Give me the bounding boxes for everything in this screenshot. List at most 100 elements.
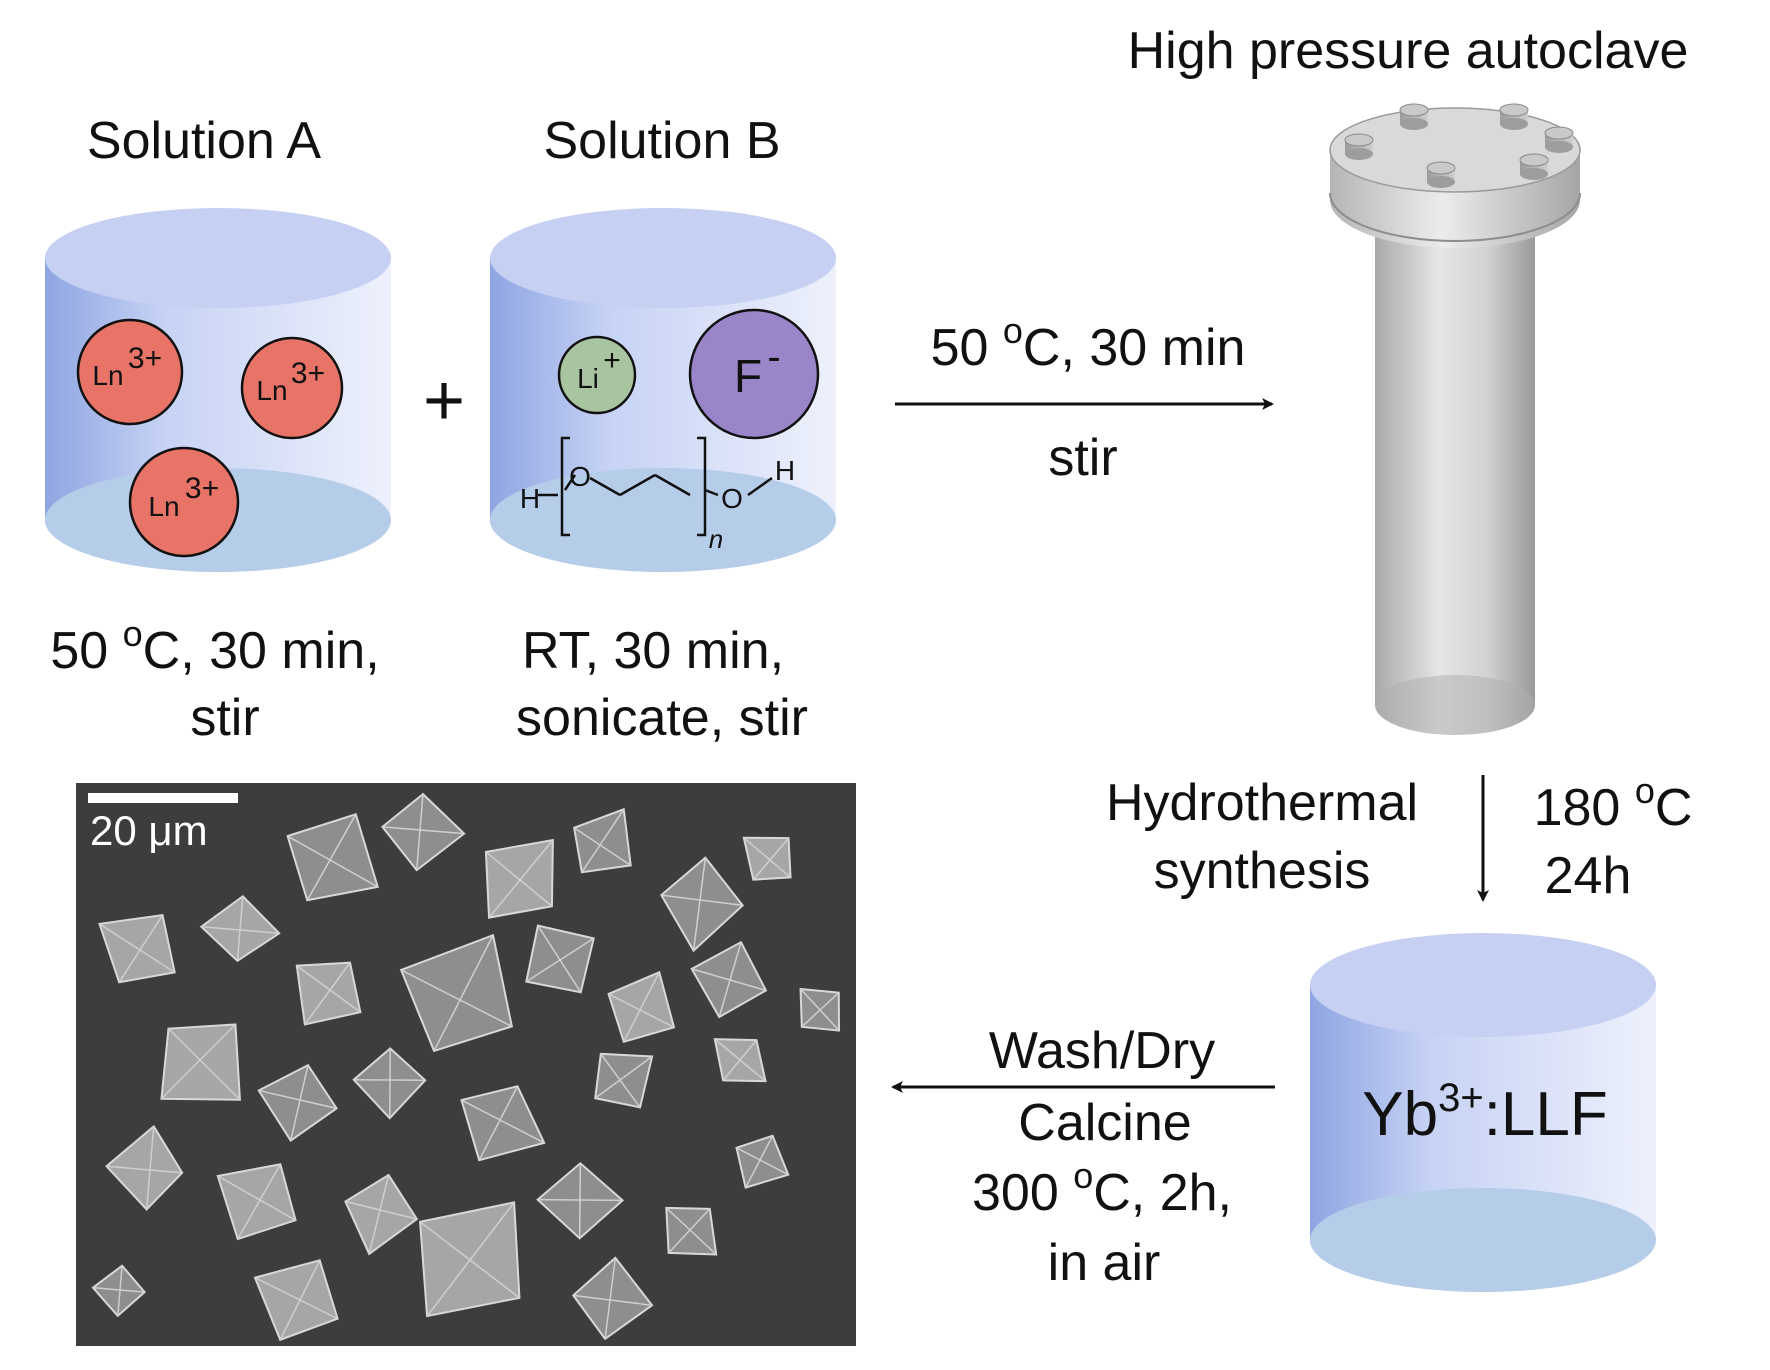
- autoclave-bolts: [1344, 103, 1574, 188]
- solution-a-condition-2: stir: [190, 689, 259, 747]
- sem-crystal-edge: [304, 989, 331, 1025]
- autoclave-title: High pressure autoclave: [1128, 22, 1689, 80]
- mixing-arrow: 50 oC, 30 min stir: [895, 310, 1274, 487]
- sem-crystal-edge: [279, 1299, 301, 1341]
- sem-crystal-edge: [519, 879, 553, 907]
- li-ion: Li +: [557, 335, 637, 415]
- sem-crystal-edge: [623, 1009, 641, 1043]
- sem-crystal-edge: [236, 929, 241, 961]
- solution-a-label: Solution A: [87, 112, 321, 170]
- sem-crystal-edge: [149, 1169, 183, 1174]
- sem-crystal-edge: [485, 851, 521, 881]
- sem-crystal-edge: [525, 959, 561, 983]
- sem-crystal-edge: [752, 859, 771, 881]
- sem-crystal-edge: [819, 1009, 840, 1032]
- sem-scale-label: 20 μm: [90, 807, 208, 854]
- sem-crystal-edge: [287, 835, 331, 861]
- svg-text:-: -: [767, 335, 780, 379]
- sem-crystal-edge: [217, 1175, 261, 1201]
- sem-crystal-edge: [117, 1289, 121, 1316]
- ln-ion-1: Ln 3+: [76, 318, 184, 426]
- product-label: Yb3+:LLF: [1362, 1076, 1608, 1149]
- sem-crystal-edge: [594, 1079, 621, 1099]
- sem-crystal-edge: [689, 1229, 717, 1255]
- sem-crystal-edge: [729, 979, 767, 992]
- sem-crystal-edge: [118, 949, 141, 983]
- sem-crystal-edge: [600, 1053, 621, 1081]
- sem-crystal-edge: [139, 949, 176, 973]
- sem-crystal-edge: [461, 1099, 501, 1121]
- sem-crystal-edge: [665, 1207, 691, 1231]
- sem-crystal-edge: [573, 1294, 611, 1301]
- sem-crystal-edge: [609, 1299, 653, 1307]
- svg-text:Ln: Ln: [256, 375, 287, 406]
- sem-crystal-edge: [769, 859, 792, 879]
- sem-crystal-edge: [379, 1209, 418, 1220]
- sem-crystal-edge: [92, 1286, 121, 1291]
- peg-structure: [538, 436, 773, 537]
- sem-crystal-edge: [306, 859, 331, 901]
- sem-crystal-edge: [119, 1289, 145, 1293]
- sem-crystal-edge: [139, 914, 164, 951]
- sem-crystal-edge: [239, 929, 280, 935]
- processing-arrow: Wash/Dry Calcine 300 oC, 2h, in air: [891, 1022, 1275, 1292]
- solution-b-beaker: Solution B Li + F - H O O H n: [490, 112, 836, 747]
- sem-crystal-edge: [639, 1009, 675, 1029]
- sem-crystal-edge: [604, 1299, 611, 1339]
- sem-crystal-edge: [368, 1209, 381, 1255]
- sem-scale-bar: [88, 793, 238, 803]
- sem-crystal-edge: [559, 959, 582, 993]
- sem-crystal-edge: [691, 968, 731, 981]
- sem-crystal-edge: [167, 1028, 201, 1061]
- sem-crystal-edge: [714, 1038, 741, 1061]
- sem-crystal-edge: [379, 1174, 390, 1211]
- sem-crystal-edge: [619, 1079, 641, 1108]
- peg-n: n: [709, 524, 723, 554]
- plus-sign: +: [423, 361, 465, 441]
- peg-h-left: H: [520, 483, 540, 514]
- product-liquid: [1310, 1188, 1656, 1292]
- sem-crystal-edge: [722, 1059, 741, 1081]
- sem-crystal-edge: [119, 1265, 123, 1291]
- sem-crystal-edge: [692, 899, 701, 951]
- sem-crystal-edge: [736, 1147, 761, 1161]
- mixing-arrow-top-label: 50 oC, 30 min: [931, 310, 1246, 377]
- hydrothermal-arrow: Hydrothermal synthesis 180 oC 24h: [1106, 770, 1692, 905]
- sem-crystal-edge: [419, 794, 424, 831]
- sem-crystal-edge: [199, 1059, 241, 1101]
- sem-crystal-edge: [400, 969, 461, 1001]
- solution-a-beaker: Solution A Ln 3+ Ln 3+ Ln 3+ 50 oC, 30 m…: [45, 112, 391, 747]
- sem-crystal-edge: [237, 1199, 261, 1240]
- sem-crystal-edge: [769, 837, 790, 861]
- sem-crystal-edge: [199, 1023, 236, 1061]
- sem-crystal-edge: [329, 989, 361, 1013]
- sem-crystal-edge: [499, 1119, 545, 1144]
- svg-text:+: +: [603, 344, 621, 377]
- product-beaker: Yb3+:LLF: [1310, 933, 1656, 1292]
- sem-crystal-edge: [799, 988, 821, 1011]
- sem-crystal-edge: [739, 1039, 758, 1061]
- sem-crystal-edge: [289, 1099, 301, 1141]
- sem-crystal-edge: [744, 1159, 761, 1188]
- svg-text:3+: 3+: [128, 342, 162, 375]
- sem-crystal-edge: [433, 999, 461, 1052]
- sem-crystal-edge: [608, 993, 641, 1011]
- svg-text:3+: 3+: [291, 357, 325, 390]
- sem-crystal-edge: [599, 808, 625, 846]
- sem-crystal-edge: [801, 1009, 821, 1028]
- sem-crystal-edge: [699, 899, 743, 907]
- sem-crystal-edge: [599, 844, 632, 867]
- sem-crystal-edge: [299, 1299, 338, 1320]
- sem-crystal-edge: [699, 857, 707, 901]
- svg-text:3+: 3+: [185, 472, 219, 505]
- autoclave: [1329, 103, 1581, 735]
- sem-crystal-edge: [537, 925, 561, 961]
- ln-ion-3: Ln 3+: [128, 446, 240, 558]
- sem-crystal-edge: [254, 1276, 301, 1301]
- solution-a-condition-1: 50 oC, 30 min,: [50, 613, 379, 680]
- sem-crystal-edge: [729, 942, 742, 981]
- sem-crystal-edge: [259, 1163, 281, 1201]
- sem-crystal-edge: [573, 827, 601, 846]
- svg-text:Li: Li: [577, 363, 599, 394]
- peg-h-right: H: [775, 455, 795, 486]
